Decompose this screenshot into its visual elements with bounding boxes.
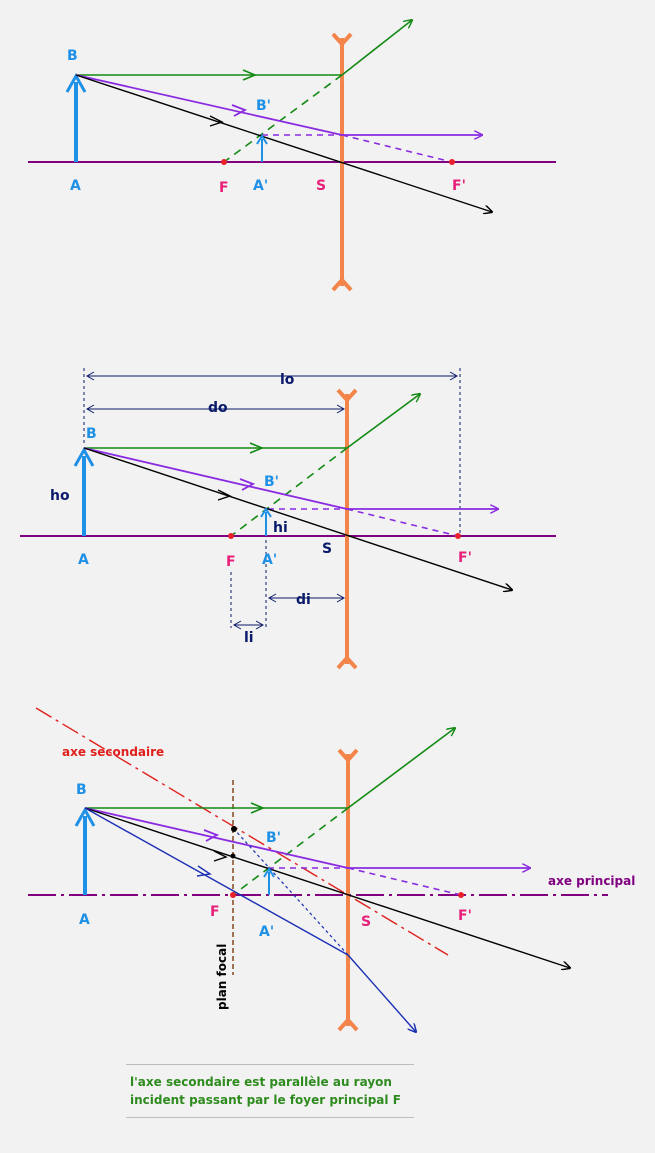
ray-toward-focus-arrow [203, 829, 220, 842]
diagram-1: B A B' A' F F' S [28, 20, 556, 292]
label-f-image: F' [452, 178, 466, 194]
ray-center-arrow [213, 850, 228, 862]
label-a: A [70, 178, 81, 194]
image-arrow-head [256, 134, 268, 145]
diagram-2: B A B' A' F F' S lo do ho hi di li [20, 368, 556, 670]
dim-li: li [244, 630, 254, 646]
ray-blue-incident [84, 807, 349, 956]
ray-blue-arrow [196, 865, 212, 877]
label-b-image: B' [266, 830, 281, 846]
dim-do: do [208, 400, 228, 416]
ray-toward-focus [75, 74, 343, 136]
diverging-lens [337, 748, 359, 1032]
diagram-3: B A B' A' F F' S axe secondaire axe prin… [28, 707, 635, 1032]
label-f: F [210, 904, 220, 920]
ray-center [83, 447, 512, 590]
ray-virtual-green [223, 74, 343, 163]
label-a-image: A' [262, 552, 277, 568]
image-arrow-head [263, 867, 275, 878]
ray-center [84, 807, 570, 968]
focus-point [228, 533, 234, 539]
image-arrow-head [260, 507, 272, 518]
label-a-image: A' [259, 924, 274, 940]
ray-toward-focus-arrow [231, 104, 248, 117]
dim-ho: ho [50, 488, 70, 504]
image-focus-point [449, 159, 455, 165]
label-f-image: F' [458, 908, 472, 924]
note-line-1: l'axe secondaire est parallèle au rayon [130, 1075, 392, 1089]
ray-refracted-green [346, 394, 420, 449]
focal-plane-point [231, 826, 237, 832]
dim-hi: hi [273, 520, 288, 536]
ray-refracted-green [347, 728, 455, 809]
label-s: S [361, 914, 371, 930]
ray-center-arrow [217, 489, 232, 501]
label-a: A [79, 912, 90, 928]
object-arrow-head [73, 446, 95, 467]
label-s: S [316, 178, 326, 194]
ray-virtual-purple-2 [346, 508, 459, 537]
focus-point [230, 892, 236, 898]
ray-toward-focus [83, 447, 348, 510]
dim-lo: lo [280, 372, 295, 388]
ray-virtual-purple-2 [347, 867, 462, 896]
label-s: S [322, 541, 332, 557]
ray-parallel-arrow [250, 802, 266, 814]
ray-parallel-arrow [242, 69, 258, 81]
label-a-image: A' [253, 178, 268, 194]
object-arrow-head [65, 72, 87, 93]
ray-center [75, 74, 492, 212]
label-b-image: B' [264, 474, 279, 490]
image-focus-point [455, 533, 461, 539]
ray-center-arrow [209, 115, 224, 127]
focal-plane-point-2 [230, 853, 236, 859]
label-plan-focal: plan focal [215, 944, 229, 1010]
label-b: B [76, 782, 87, 798]
ray-blue-virtual [233, 828, 349, 956]
object-arrow-head [74, 806, 96, 827]
ray-virtual-green [230, 447, 348, 537]
image-focus-point [458, 892, 464, 898]
ray-refracted-green [341, 20, 412, 76]
label-b: B [67, 48, 78, 64]
secondary-axis [35, 707, 449, 956]
label-axe-secondaire: axe secondaire [62, 745, 164, 759]
ray-toward-focus [84, 807, 349, 869]
ray-virtual-purple-2 [341, 134, 453, 163]
label-axe-principal: axe principal [548, 874, 635, 888]
focus-point [221, 159, 227, 165]
label-f-image: F' [458, 550, 472, 566]
label-b: B [86, 426, 97, 442]
label-a: A [78, 552, 89, 568]
label-f: F [226, 554, 236, 570]
ray-toward-focus-arrow [239, 478, 256, 491]
note-box: l'axe secondaire est parallèle au rayon … [126, 1064, 414, 1118]
ray-blue-refracted [347, 954, 416, 1032]
note-line-2: incident passant par le foyer principal … [130, 1093, 401, 1107]
dim-di: di [296, 592, 311, 608]
label-f: F [219, 180, 229, 196]
ray-parallel-arrow [249, 442, 265, 454]
diverging-lens [336, 388, 358, 670]
dimensions [83, 368, 461, 630]
ray-virtual-green [232, 807, 349, 896]
label-b-image: B' [256, 98, 271, 114]
